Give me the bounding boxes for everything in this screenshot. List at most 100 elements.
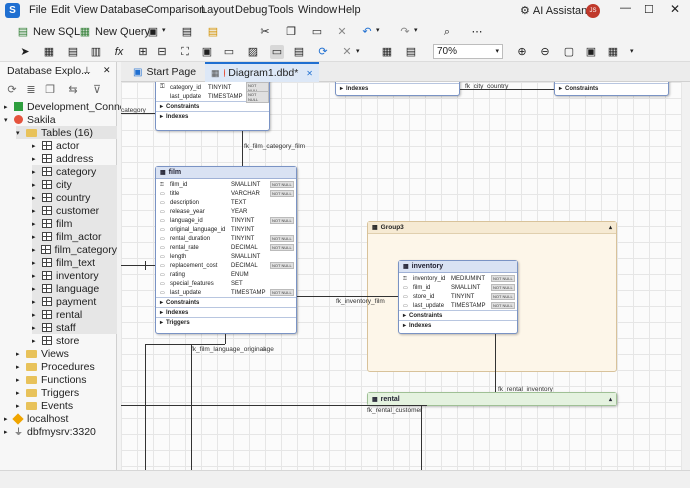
- tree-item-table[interactable]: ▸staff: [32, 321, 117, 334]
- panel-close-icon[interactable]: ✕: [103, 65, 111, 75]
- constraints-section[interactable]: Constraints: [399, 310, 517, 320]
- undo-dropdown-icon[interactable]: ▾: [376, 27, 380, 34]
- link-icon[interactable]: ⇆: [68, 84, 78, 96]
- close-icon[interactable]: ✕: [670, 2, 681, 16]
- menu-tools[interactable]: Tools: [268, 4, 294, 16]
- collapse-arrow-icon[interactable]: ▾: [16, 129, 20, 137]
- expand-icon[interactable]: ▸: [32, 259, 36, 267]
- indexes-section[interactable]: Indexes: [399, 320, 517, 330]
- collapse-icon[interactable]: ▴: [608, 396, 612, 403]
- container-icon[interactable]: ⛶: [181, 46, 189, 58]
- toolbar2-dropdown-icon[interactable]: ▾: [630, 48, 634, 55]
- triggers-section[interactable]: Triggers: [156, 317, 296, 327]
- entity-top-middle[interactable]: Indexes: [335, 82, 460, 96]
- tab-diagram[interactable]: ▦ Diagram1.dbd* ✕: [205, 62, 319, 82]
- tree-item-development-connection[interactable]: ▸ Development_Conne: [4, 100, 126, 113]
- new-table-icon[interactable]: ▦: [43, 46, 55, 58]
- entity-top-right[interactable]: Constraints: [554, 82, 669, 96]
- fit-icon[interactable]: ▢: [563, 46, 575, 58]
- redo-icon[interactable]: ↷: [400, 26, 410, 38]
- virtual-relation-icon[interactable]: ⊟: [157, 46, 167, 58]
- toolbar-options-icon[interactable]: ⋯: [471, 26, 483, 38]
- indexes-section[interactable]: Indexes: [336, 83, 459, 93]
- function-icon[interactable]: fx: [114, 46, 124, 58]
- column-row[interactable]: last_update TIMESTAMP NOT NULL: [156, 90, 269, 103]
- menu-database[interactable]: Database: [100, 4, 148, 16]
- tree-item-tables[interactable]: ▾ Tables (16): [16, 126, 117, 139]
- constraints-section[interactable]: Constraints: [156, 101, 269, 111]
- expand-icon[interactable]: ▸: [32, 155, 36, 163]
- expand-icon[interactable]: ▸: [32, 220, 36, 228]
- menu-window[interactable]: Window: [298, 4, 338, 16]
- tree-item-table[interactable]: ▸language: [32, 282, 117, 295]
- image-icon[interactable]: ▨: [247, 46, 259, 58]
- expand-icon[interactable]: ▸: [16, 389, 20, 397]
- refresh-icon[interactable]: ⟳: [7, 84, 17, 96]
- expand-icon[interactable]: ▸: [16, 402, 20, 410]
- lock-icon[interactable]: ▭: [223, 46, 235, 58]
- copy-icon[interactable]: ❐: [286, 26, 296, 38]
- filter-icon[interactable]: ⊽: [92, 84, 102, 96]
- expand-icon[interactable]: ▸: [32, 194, 36, 202]
- note-icon[interactable]: ▭: [270, 45, 284, 59]
- maximize-icon[interactable]: ☐: [644, 4, 654, 16]
- cut-icon[interactable]: ✂: [260, 26, 270, 38]
- menu-file[interactable]: File: [29, 4, 47, 16]
- tree-item-views[interactable]: ▸Views: [16, 347, 69, 360]
- tree-item-table[interactable]: ▸film_category: [32, 243, 117, 256]
- tree-item-table[interactable]: ▸film_actor: [32, 230, 117, 243]
- menu-help[interactable]: Help: [338, 4, 361, 16]
- tree-item-table[interactable]: ▸city: [32, 178, 117, 191]
- expand-icon[interactable]: ▸: [32, 285, 36, 293]
- tree-item-dbfmysrv[interactable]: ▸⏚dbfmysrv:3320: [4, 425, 96, 438]
- ai-assistant-button[interactable]: ⚙ AI Assistant: [520, 4, 590, 18]
- entity-header[interactable]: ▦ rental ▴: [368, 393, 616, 405]
- zoom-in-icon[interactable]: ⊕: [517, 46, 527, 58]
- tree-item-table[interactable]: ▸film_text: [32, 256, 117, 269]
- tree-item-functions[interactable]: ▸Functions: [16, 373, 87, 386]
- expand-icon[interactable]: ▸: [4, 415, 8, 423]
- expand-icon[interactable]: ▸: [32, 311, 36, 319]
- tree-item-table[interactable]: ▸payment: [32, 295, 117, 308]
- entity-rental[interactable]: ▦ rental ▴: [367, 392, 617, 406]
- new-sql-button[interactable]: ▤ New SQL: [16, 23, 80, 41]
- avatar[interactable]: JS: [586, 4, 600, 18]
- expand-icon[interactable]: ▸: [32, 337, 36, 345]
- collapse-icon[interactable]: ≣: [26, 84, 36, 96]
- constraints-section[interactable]: Constraints: [156, 297, 296, 307]
- tree-item-localhost[interactable]: ▸localhost: [4, 412, 68, 425]
- find-icon[interactable]: ⌕: [443, 26, 451, 38]
- expand-icon[interactable]: ▸: [4, 428, 8, 436]
- tree-item-table[interactable]: ▸country: [32, 191, 117, 204]
- layout-icon[interactable]: ▦: [381, 46, 393, 58]
- save-all-icon[interactable]: ▤: [207, 26, 219, 38]
- tree-item-table[interactable]: ▸film: [32, 217, 117, 230]
- menu-debug[interactable]: Debug: [235, 4, 268, 16]
- expand-icon[interactable]: ▸: [4, 103, 8, 111]
- tree-item-table[interactable]: ▸inventory: [32, 269, 117, 282]
- constraints-section[interactable]: Constraints: [555, 83, 668, 93]
- entity-header[interactable]: ▦ inventory: [399, 261, 517, 273]
- collapse-arrow-icon[interactable]: ▾: [4, 116, 8, 124]
- entity-category[interactable]: ⚿ category_id TINYINT NOT NULL last_upda…: [155, 82, 270, 131]
- dropdown-icon[interactable]: ▾: [162, 27, 166, 34]
- pointer-icon[interactable]: ➤: [20, 46, 30, 58]
- tree-item-events[interactable]: ▸Events: [16, 399, 73, 412]
- expand-icon[interactable]: ▸: [16, 363, 20, 371]
- collapse-icon[interactable]: ▴: [608, 225, 612, 231]
- tree-item-table[interactable]: ▸category: [32, 165, 117, 178]
- zoom-out-icon[interactable]: ⊖: [540, 46, 550, 58]
- redo-dropdown-icon[interactable]: ▾: [414, 27, 418, 34]
- expand-icon[interactable]: ▸: [32, 298, 36, 306]
- new-query-button[interactable]: ▦ New Query: [78, 23, 150, 41]
